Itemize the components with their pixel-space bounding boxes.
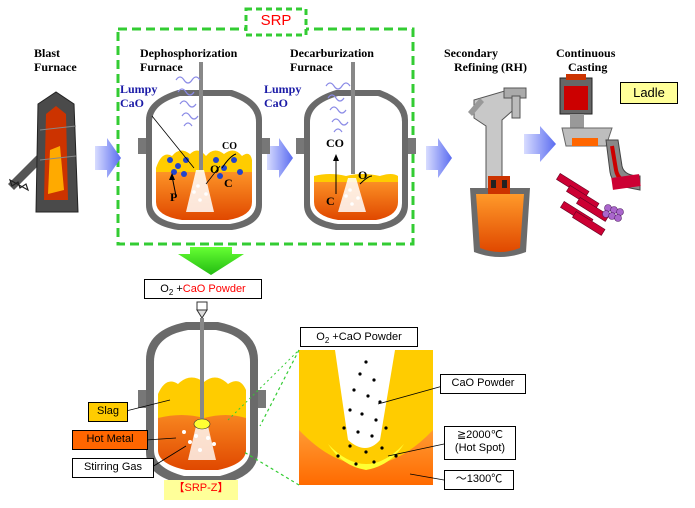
rh-vessel-illustration [468,87,530,257]
lumpy-cao-decarb-line1: Lumpy [264,82,302,96]
hot-spot-temp: ≧2000℃ [456,429,504,441]
continuous-casting-title-line1: Continuous [556,46,616,60]
p-label: P [170,190,178,204]
injection-o2: O [160,283,169,295]
blast-furnace-title-line2: Furnace [34,60,77,74]
lumpy-cao-label-dephos: Lumpy CaO [120,82,157,110]
o-label-dephos: O [210,162,220,176]
secondary-refining-title-line1: Secondary [444,46,498,60]
blast-furnace-illustration [8,91,79,213]
lumpy-cao-dephos-line1: Lumpy [120,82,158,96]
dephos-furnace-title-line1: Dephosphorization [140,46,238,60]
decarb-furnace-title-line1: Decarburization [290,46,374,60]
srp-z-label: 【SRP-Z】 [164,480,238,500]
blast-furnace-title: Blast Furnace [34,46,77,74]
hot-metal-callout: Hot Metal [72,430,148,450]
injection-label: O2 +CaO Powder [144,279,262,299]
bath-temp-callout: ～1300℃ [444,470,514,490]
c-label-decarb: C [326,194,335,208]
c-label-dephos: C [224,176,233,190]
continuous-casting-illustration [556,74,641,236]
down-arrow-icon [178,247,244,275]
decarb-furnace-title: Decarburization Furnace [290,46,374,74]
secondary-refining-title-line2: Refining (RH) [454,60,527,74]
zoom-injection-rest: +CaO Powder [329,331,402,343]
lumpy-cao-label-decarb: Lumpy CaO [264,82,301,110]
continuous-casting-title: Continuous Casting [556,46,615,74]
secondary-refining-title: Secondary Refining (RH) [444,46,527,74]
srp-label: SRP [260,12,292,29]
dephos-furnace-title-line2: Furnace [140,60,183,74]
decarb-furnace-title-line2: Furnace [290,60,333,74]
srp-z-vessel-illustration [138,318,266,484]
lumpy-cao-decarb-line2: CaO [264,96,288,110]
flow-arrows [95,126,556,178]
lumpy-cao-dephos-line2: CaO [120,96,144,110]
o-label-decarb: O [358,168,368,182]
hot-spot-text: (Hot Spot) [454,442,506,454]
lance-tip [196,309,208,319]
cao-powder-callout: CaO Powder [440,374,526,394]
lance-head [196,301,208,311]
blast-furnace-title-line1: Blast [34,46,61,60]
slag-callout: Slag [88,402,128,422]
continuous-casting-title-line2: Casting [568,60,608,74]
stirring-gas-callout: Stirring Gas [72,458,154,478]
callout-leaders [125,383,451,481]
injection-plus: + [173,283,183,295]
dephosphorization-furnace-illustration [138,62,270,230]
co-label-decarb: CO [326,136,344,150]
zoom-injection-o2-subscript: 2 [324,336,330,346]
co-label-dephos: CO [222,141,237,152]
hot-spot-callout: ≧2000℃ (Hot Spot) [444,426,516,460]
injection-o2-subscript: 2 [168,288,174,298]
decarburization-furnace-illustration [296,62,416,230]
zoom-injection-label: O2 +CaO Powder [300,327,418,347]
ladle-label: Ladle [620,82,678,104]
zoom-detail-illustration [227,349,433,486]
injection-cao: CaO Powder [182,283,246,295]
dephos-furnace-title: Dephosphorization Furnace [140,46,237,74]
zoom-injection-o2: O [316,331,325,343]
srp-label-frame [244,7,308,37]
